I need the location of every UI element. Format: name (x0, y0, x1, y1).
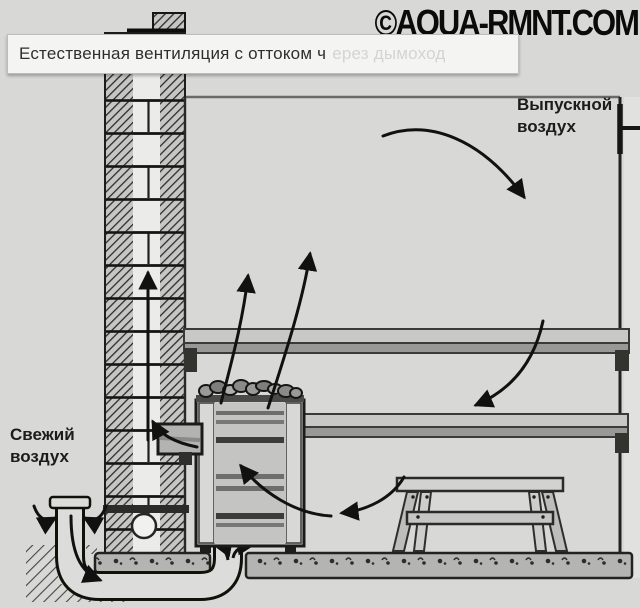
room-outline (184, 95, 640, 553)
stove (194, 379, 306, 553)
airflow-arrow-to-lower-shelf (473, 319, 545, 408)
floor (93, 551, 634, 580)
shelf-bracket-left (184, 348, 197, 372)
bench (391, 476, 569, 552)
airflow-arrow-intake-left (32, 504, 58, 535)
stove-top-plate (196, 395, 304, 402)
intake-pipe-rim (48, 495, 92, 510)
caption-text: Естественная вентиляция с оттоком ч (19, 44, 327, 63)
shelf-bracket-lower-right (615, 433, 629, 453)
airflow-arrow-intake-right (82, 504, 108, 535)
bench-seat (395, 476, 565, 493)
airflow-arrow-rising-right (266, 251, 318, 410)
fresh-air-label: Свежий воздух (10, 425, 75, 467)
airflow-arrow-floor-left (339, 475, 406, 521)
stove-leg-right (285, 543, 296, 553)
lower-shelf (297, 413, 629, 453)
caption-faded-text: ерез дымоход (332, 44, 446, 63)
bench-rung (405, 510, 555, 526)
floor-slab-left (93, 551, 212, 575)
stove-flue-duct (156, 422, 204, 465)
flue-damper (179, 452, 192, 465)
fresh-air-duct (48, 495, 243, 601)
outside-wall-strip (624, 97, 640, 578)
airflow-arrow-into-stove (239, 463, 333, 518)
airflow-arrow-ceiling (381, 128, 526, 200)
stove-leg-left (200, 543, 211, 553)
airflow-arrow-rising-left (219, 273, 256, 405)
airflow-arrows (32, 128, 545, 583)
brick-chimney (103, 32, 189, 554)
exhaust-air-label: Выпускной воздух (517, 95, 613, 137)
bench-bolts (411, 495, 550, 519)
airflow-arrow-duct-to-flue (151, 419, 199, 449)
floor-slab-main (244, 551, 634, 580)
caption-bar: Естественная вентиляция с оттоком ч ерез… (7, 34, 519, 74)
shelf-bracket-right (615, 350, 629, 371)
chimney-lintel (103, 505, 189, 513)
chimney-cleanout (130, 512, 158, 540)
upper-shelf (183, 328, 630, 372)
airflow-arrow-in-intake (69, 514, 103, 583)
chimney-cap (127, 12, 186, 34)
